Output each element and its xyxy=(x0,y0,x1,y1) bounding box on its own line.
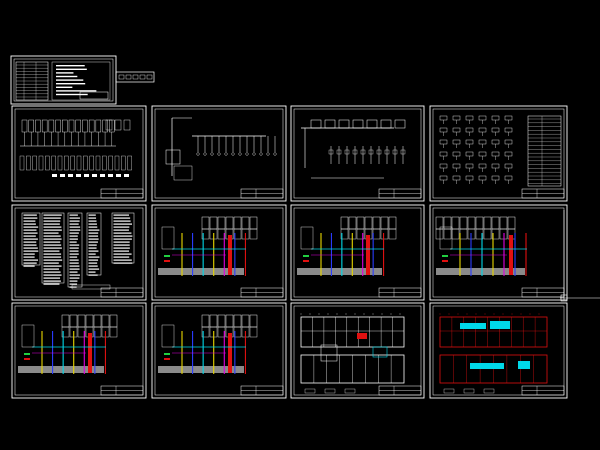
sheet-legend xyxy=(115,71,155,83)
sheet-1-4 xyxy=(429,105,568,202)
sheet-3-4 xyxy=(429,302,568,399)
sheet-3-3 xyxy=(290,302,425,399)
sheet-cover-index xyxy=(10,55,117,105)
sheet-3-1 xyxy=(11,302,147,399)
sheet-2-1 xyxy=(11,204,147,301)
sheet-1-1 xyxy=(11,105,147,202)
sheet-2-3 xyxy=(290,204,425,301)
crosshair-cursor xyxy=(560,210,600,302)
sheet-1-2 xyxy=(151,105,287,202)
sheet-3-2 xyxy=(151,302,287,399)
sheet-2-2 xyxy=(151,204,287,301)
sheet-1-3 xyxy=(290,105,425,202)
